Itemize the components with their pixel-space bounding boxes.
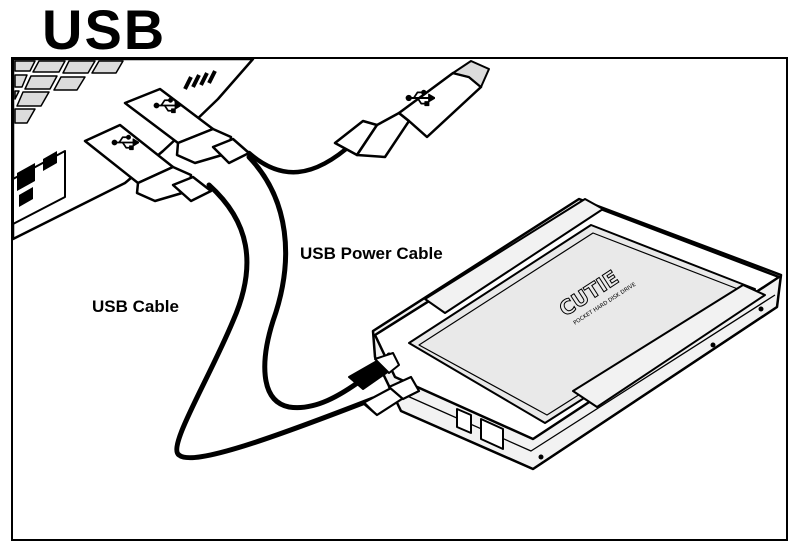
usb-power-cable-label: USB Power Cable <box>300 244 443 264</box>
usb-power-cable-lower-wire <box>249 157 363 408</box>
usb-cable-label: USB Cable <box>92 297 179 317</box>
page-title: USB <box>42 2 166 58</box>
illustration-frame: CUTIE POCKET HARD DISK DRIVE USB Power C… <box>11 57 788 541</box>
usb-plug-power-spare <box>335 61 489 157</box>
portable-hard-drive <box>373 199 781 469</box>
usb-power-cable-top-wire <box>249 143 353 172</box>
